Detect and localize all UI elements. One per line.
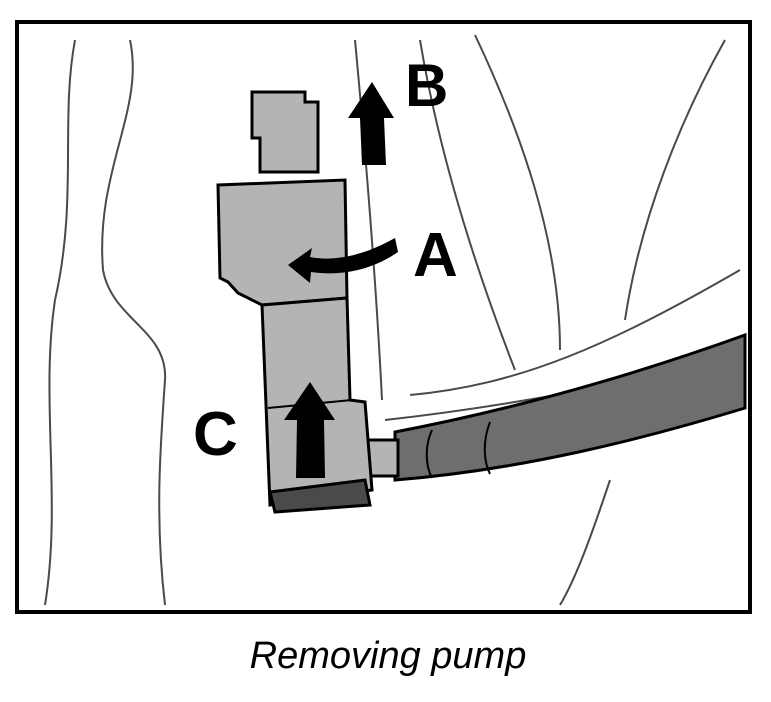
arrow-b-up <box>348 82 394 165</box>
hose-body <box>393 332 747 482</box>
bottom-diagonal-line <box>559 479 611 606</box>
diagonal-line-2 <box>419 39 516 371</box>
label-a: A <box>413 221 458 290</box>
pump-top-stem <box>250 90 320 174</box>
hose-clamp-line-1 <box>425 429 433 479</box>
pump-upper-body <box>216 178 349 307</box>
figure-caption: Removing pump <box>250 635 527 677</box>
arrow-a-curved <box>288 238 398 283</box>
arrow-c-up <box>284 382 335 478</box>
left-contour-line-2 <box>101 39 167 606</box>
arrows <box>284 82 398 478</box>
left-contour-line-1 <box>44 39 76 606</box>
diagonal-line-4 <box>624 39 726 321</box>
pump-base-cap <box>268 478 372 514</box>
label-b: B <box>405 52 448 119</box>
hose-clamp-line-2 <box>483 421 491 475</box>
curve-line-upper <box>409 269 741 396</box>
label-c: C <box>193 400 238 469</box>
background-lines <box>44 34 746 606</box>
diagonal-line-3 <box>474 34 561 351</box>
